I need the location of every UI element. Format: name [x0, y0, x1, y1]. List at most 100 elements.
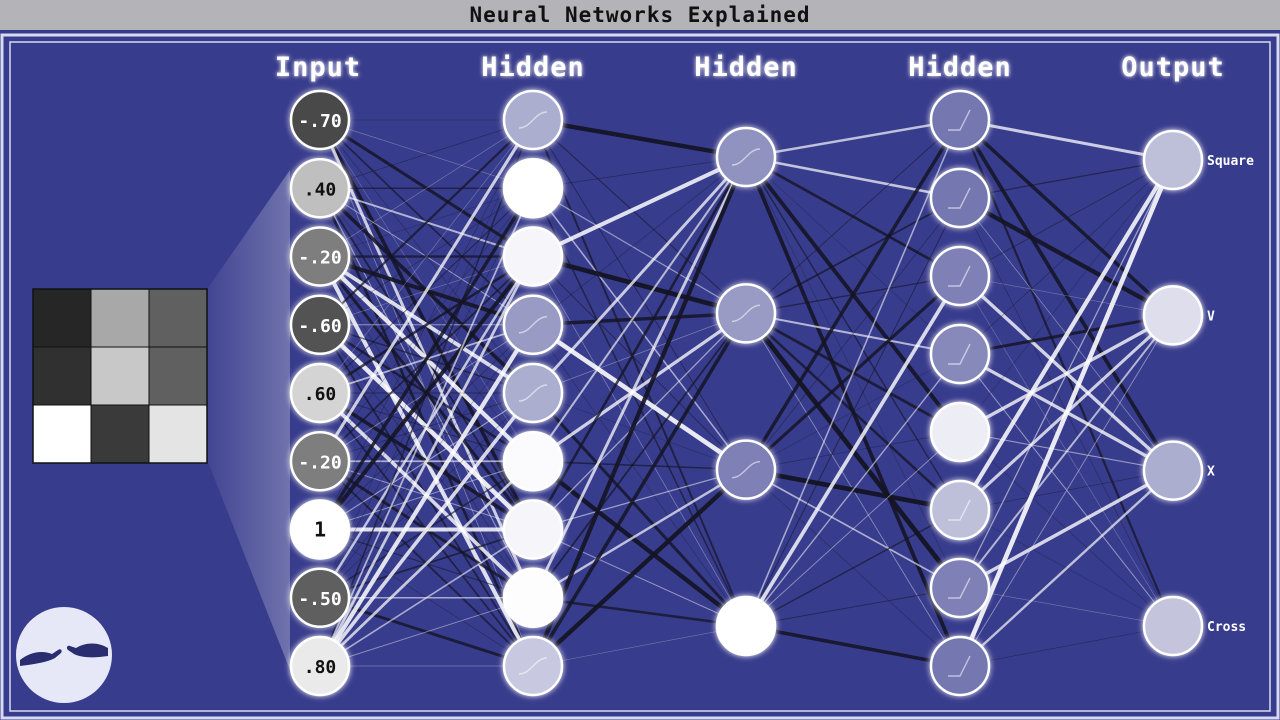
weight-edge [532, 187, 747, 471]
output-neuron [1142, 129, 1204, 191]
input-neuron: -.20 [289, 226, 351, 287]
hidden-neuron [502, 567, 564, 628]
input-projection-beam [208, 170, 290, 670]
hidden-neuron [502, 226, 564, 287]
weight-edge [959, 353, 1174, 627]
weight-edge [319, 460, 534, 668]
weight-edge [745, 431, 961, 627]
weight-edge [532, 156, 747, 189]
weight-edge [745, 119, 961, 314]
hidden-neuron [929, 245, 991, 307]
pixel-cell [90, 288, 150, 348]
weight-edge [531, 156, 748, 531]
hidden-neuron [715, 126, 777, 188]
weight-edge [532, 529, 747, 627]
input-neuron: .80 [289, 635, 351, 697]
weight-edge [959, 625, 1174, 667]
hidden-neuron [502, 362, 564, 424]
weight-edge [532, 119, 747, 470]
weight-edge [318, 323, 535, 668]
input-value-label: .80 [304, 657, 337, 678]
hidden-neuron [715, 283, 777, 344]
weight-edge [532, 460, 747, 471]
pixel-cell [32, 404, 92, 464]
weight-edge [959, 159, 1174, 589]
weight-edge [532, 119, 747, 314]
hidden-neuron [715, 439, 777, 500]
weight-edge [959, 159, 1174, 355]
hidden-neuron [929, 557, 991, 619]
layer-label: Hidden [481, 52, 585, 83]
hidden-neuron [929, 635, 991, 697]
weight-edge [532, 312, 747, 599]
pixel-cell [90, 346, 150, 406]
weight-edge [745, 468, 961, 589]
output-neuron [1142, 595, 1204, 657]
hidden-neuron [929, 323, 991, 385]
input-neuron: .60 [289, 362, 351, 424]
hidden-neuron [929, 89, 991, 151]
weight-edge [319, 255, 534, 395]
input-value-label: 1 [314, 518, 326, 542]
weight-edge [958, 196, 1175, 318]
weight-edge [745, 312, 961, 355]
weight-edge [959, 118, 1174, 162]
window-title: Neural Networks Explained [0, 0, 1280, 30]
input-value-label: -.20 [298, 452, 341, 473]
weight-edge [959, 469, 1174, 667]
weight-edge [531, 156, 748, 599]
weight-edge [319, 119, 534, 667]
pixel-cell [148, 404, 208, 464]
hidden-neuron [502, 431, 564, 492]
inner-frame [9, 41, 1271, 712]
pixel-cell [148, 346, 208, 406]
input-value-label: -.50 [298, 589, 341, 610]
weight-edge [532, 392, 747, 470]
pixel-cell [90, 404, 150, 464]
weight-edge [745, 155, 961, 200]
weight-edge [319, 119, 534, 598]
hidden-neuron [502, 89, 564, 151]
weight-edge [532, 469, 747, 531]
creation-hands-icon [16, 607, 112, 703]
weight-edge [532, 156, 747, 462]
output-class-label: V [1207, 309, 1215, 324]
weight-edge [532, 156, 747, 326]
weight-edge [532, 324, 747, 627]
input-image-grid [32, 288, 208, 464]
weight-edge [745, 197, 961, 470]
layer-label: Output [1121, 52, 1225, 83]
weight-edge [318, 187, 535, 531]
hidden-neuron [715, 595, 777, 657]
weight-edge [318, 391, 535, 668]
input-neuron: -.20 [289, 431, 351, 492]
outer-frame [0, 33, 1280, 720]
weight-edge [959, 469, 1174, 590]
weight-edge [745, 587, 961, 627]
weight-edge [532, 312, 747, 463]
input-value-label: .60 [304, 384, 337, 405]
weight-edge [958, 158, 1175, 512]
weight-edge [532, 119, 747, 627]
input-neuron: -.50 [289, 567, 351, 628]
pixel-cell [32, 288, 92, 348]
input-neuron: .40 [289, 158, 351, 219]
weight-edge [958, 119, 1175, 472]
weight-edge [531, 156, 748, 667]
weight-edge [531, 392, 748, 627]
input-value-label: .40 [304, 179, 337, 200]
hidden-neuron [929, 479, 991, 541]
hidden-neuron [929, 401, 991, 463]
weight-edge [745, 624, 961, 668]
output-class-label: Cross [1207, 620, 1246, 635]
weight-edge [531, 156, 748, 394]
pixel-cell [148, 288, 208, 348]
hidden-neuron [502, 294, 564, 355]
weight-edge [532, 312, 747, 394]
weight-edge [532, 256, 747, 470]
layer-label: Hidden [694, 52, 798, 83]
weight-edge [532, 311, 747, 327]
output-class-label: X [1207, 465, 1215, 480]
weight-edge [745, 118, 961, 159]
